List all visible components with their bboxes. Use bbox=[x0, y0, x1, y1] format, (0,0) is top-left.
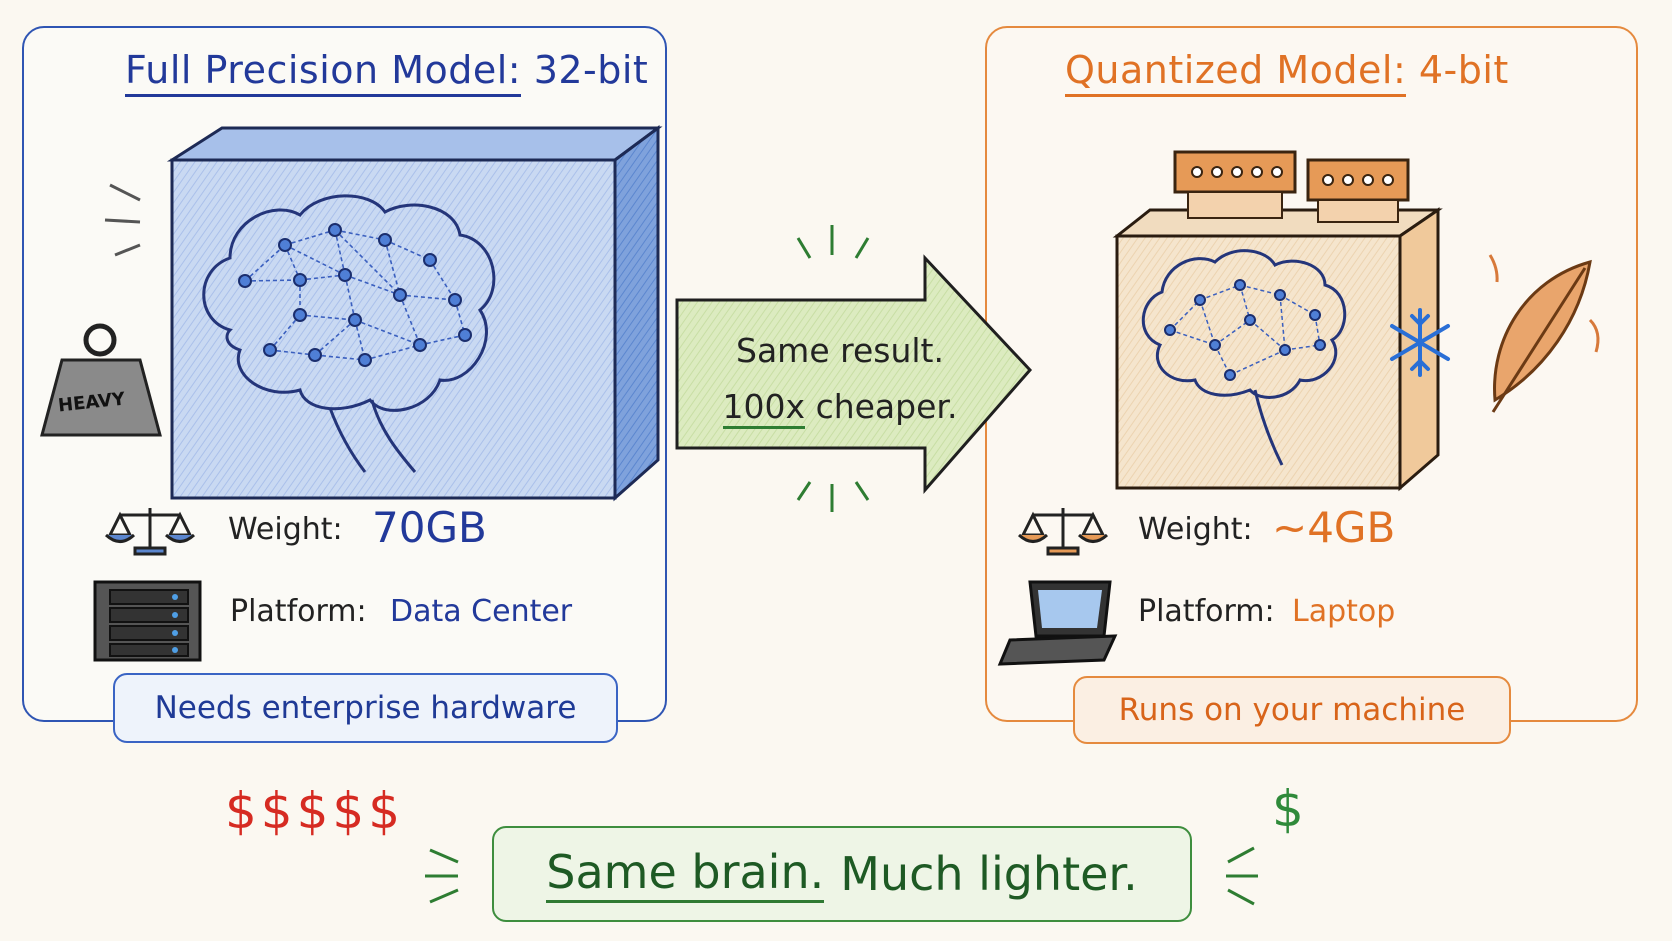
banner-part-2: Much lighter. bbox=[840, 847, 1138, 901]
small-brain-network bbox=[1169, 284, 1321, 376]
scale-icon-right bbox=[1017, 508, 1109, 556]
arrow-caption: Same result. 100x cheaper. bbox=[705, 323, 975, 435]
left-weight-value: 70GB bbox=[372, 503, 487, 552]
runs-on-your-machine-note: Runs on your machine bbox=[1073, 676, 1511, 744]
title-bits: 32-bit bbox=[533, 48, 649, 92]
blue-model-box bbox=[166, 125, 663, 502]
left-weight-label: Weight: bbox=[228, 512, 343, 547]
left-platform-label: Platform: bbox=[230, 594, 367, 629]
needs-enterprise-hardware-note: Needs enterprise hardware bbox=[113, 673, 618, 743]
left-platform-value: Data Center bbox=[390, 594, 573, 629]
full-precision-title: Full Precision Model: 32-bit bbox=[125, 48, 649, 97]
small-brain-icon bbox=[1141, 249, 1347, 466]
title-bits: 4-bit bbox=[1418, 48, 1509, 92]
weight-icon bbox=[40, 183, 162, 437]
small-brain-nodes bbox=[1164, 279, 1326, 381]
summary-banner: Same brain. Much lighter. bbox=[492, 826, 1192, 922]
quantized-title: Quantized Model: 4-bit bbox=[1065, 48, 1509, 97]
right-weight-value: ~4GB bbox=[1272, 503, 1396, 552]
right-platform-label: Platform: bbox=[1138, 594, 1275, 629]
orange-model-box bbox=[1112, 207, 1443, 492]
title-main: Full Precision Model: bbox=[125, 48, 522, 97]
snowflake-icon bbox=[1390, 308, 1450, 377]
brain-icon bbox=[202, 194, 496, 473]
scale-icon bbox=[104, 508, 196, 556]
right-cost: $ bbox=[1272, 780, 1308, 838]
right-weight-label: Weight: bbox=[1138, 512, 1253, 547]
memory-chip-icon bbox=[1173, 150, 1410, 223]
right-platform-value: Laptop bbox=[1292, 594, 1396, 629]
arrow-line-2: 100x cheaper. bbox=[705, 379, 975, 435]
laptop-icon bbox=[997, 580, 1118, 666]
title-main: Quantized Model: bbox=[1065, 48, 1407, 97]
left-cost: $$$$$ bbox=[225, 782, 405, 840]
arrow-line-1: Same result. bbox=[736, 331, 944, 370]
server-icon bbox=[93, 580, 202, 662]
brain-nodes bbox=[238, 223, 472, 367]
arrow-right-icon bbox=[675, 225, 1033, 512]
arrow-line-2-emphasis: 100x bbox=[722, 387, 806, 429]
banner-part-1: Same brain. bbox=[546, 845, 825, 903]
feather-icon bbox=[1488, 254, 1600, 413]
banner-accent-marks bbox=[425, 846, 1258, 906]
arrow-line-2-rest: cheaper. bbox=[805, 387, 958, 426]
